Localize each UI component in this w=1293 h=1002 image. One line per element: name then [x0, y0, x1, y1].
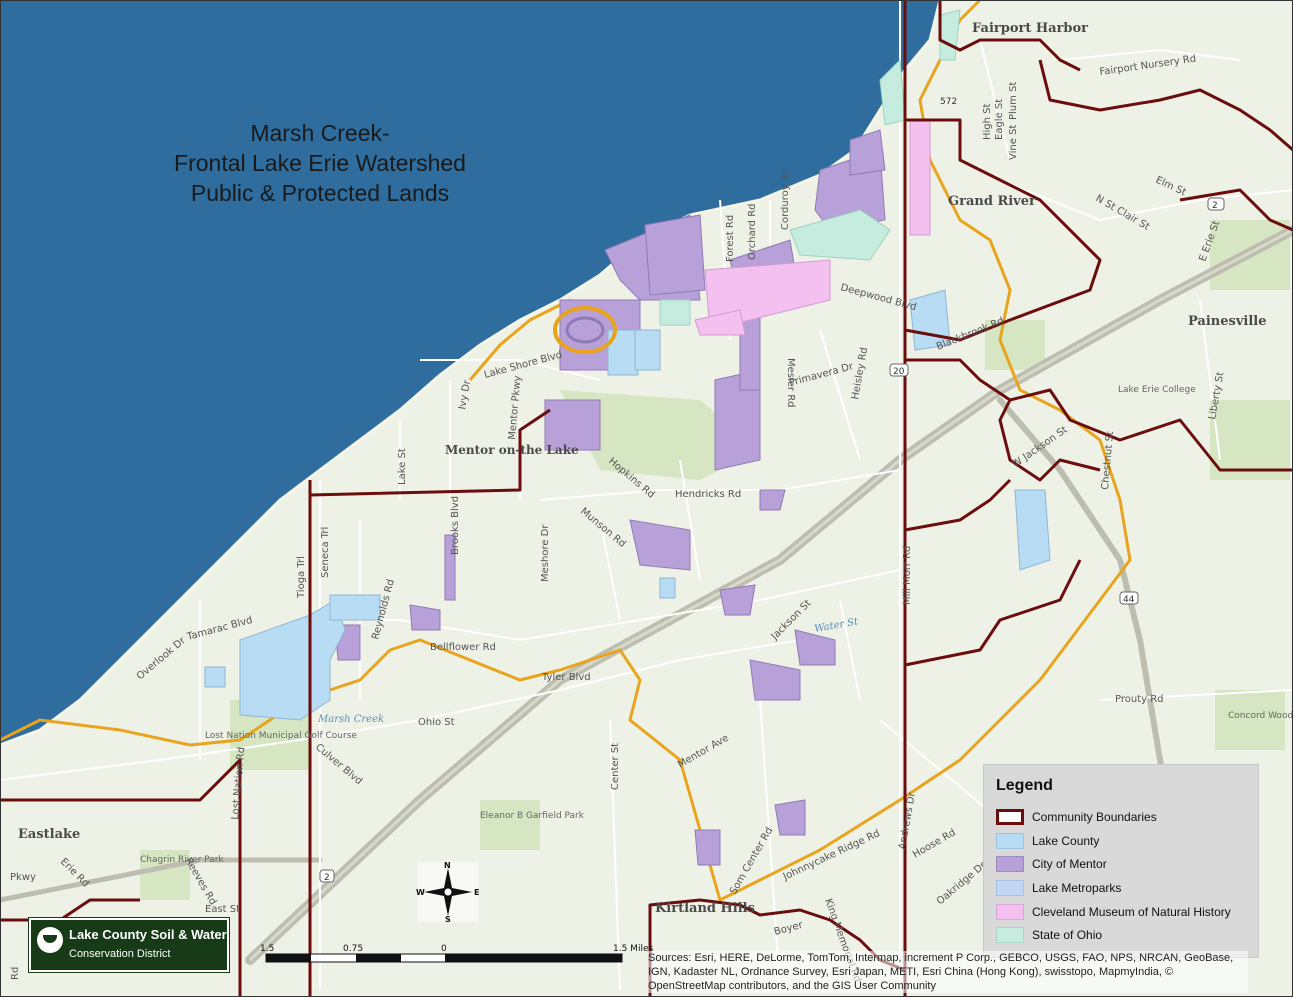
road-eagle: Plum St [1008, 82, 1019, 120]
road-meshore: Meshore Dr [540, 524, 551, 582]
shield-2-west-label: 2 [324, 873, 330, 883]
road-pkwy: East St [205, 904, 240, 915]
legend-label: Lake Metroparks [1032, 881, 1122, 895]
lake-erie [0, 0, 940, 745]
district-logo: Lake County Soil & Water Conservation Di… [29, 918, 229, 972]
road-brooks: Brooks Blvd [450, 496, 461, 555]
compass-rose: N S W E [416, 861, 479, 924]
legend-item-state-of-ohio: State of Ohio [996, 925, 1102, 945]
watershed-boundary-shore [468, 298, 571, 381]
label-fairport-harbor: Fairport Harbor [972, 21, 1088, 36]
scale-label-left: 1.5 [260, 944, 274, 954]
compass-w: W [416, 888, 425, 897]
legend-label: City of Mentor [1032, 857, 1107, 871]
legend-swatch-lake-county [996, 833, 1024, 849]
legend-label: Cleveland Museum of Natural History [1032, 905, 1231, 919]
scale-label-right: 1.5 Miles [613, 944, 653, 954]
road-plum: Vine St [1008, 125, 1019, 160]
label-painesville: Painesville [1188, 314, 1266, 329]
road-som-center: Rd [10, 967, 21, 980]
shield-572: 572 [940, 97, 957, 107]
legend-panel: Legend Community Boundaries Lake County … [983, 764, 1259, 958]
scale-label-mid: 0.75 [343, 944, 363, 954]
road-seneca: Seneca Trl [320, 527, 331, 578]
logo-line1: Lake County Soil & Water [69, 927, 227, 942]
map-title-line1: Marsh Creek- [250, 120, 390, 146]
legend-swatch-lake-metroparks [996, 880, 1024, 896]
shield-44: 44 [1119, 591, 1139, 605]
road-ohio: Ohio St [418, 717, 455, 728]
legend-swatch-city-of-mentor [996, 856, 1024, 872]
scale-label-zero: 0 [441, 944, 447, 954]
watershed-boundary [0, 0, 1132, 903]
road-corduroy: Corduroy Rd [780, 168, 791, 230]
lake-county-parcels [204, 289, 1051, 721]
compass-s: S [445, 915, 451, 924]
compass-n: N [444, 861, 451, 870]
legend-item-community-boundaries: Community Boundaries [996, 807, 1157, 827]
legend-swatch-community-boundaries [996, 809, 1024, 825]
logo-line2: Conservation District [69, 948, 171, 960]
shield-572-label: 572 [940, 97, 957, 107]
shield-2-east-label: 2 [1212, 201, 1218, 211]
road-hendricks: Hendricks Rd [675, 489, 741, 500]
road-water: High St [982, 103, 993, 140]
legend-item-city-of-mentor: City of Mentor [996, 854, 1107, 874]
legend-label: Community Boundaries [1032, 810, 1157, 824]
road-center: Center St [610, 743, 621, 790]
road-chestnut: Chestnut St [1100, 431, 1116, 490]
highway-shields: 2 44 20 572 2 [319, 97, 1225, 883]
map-title-line3: Public & Protected Lands [190, 180, 450, 206]
compass-e: E [474, 888, 479, 897]
label-eleanor-garfield-park: Eleanor B Garfield Park [480, 811, 585, 821]
road-mesier: Mesier Rd [785, 358, 796, 408]
legend-label: State of Ohio [1032, 928, 1103, 942]
shield-2-west: 2 [319, 869, 335, 883]
label-eastlake: Eastlake [18, 827, 80, 842]
label-lake-erie-college: Lake Erie College [1118, 385, 1196, 395]
legend-swatch-state-of-ohio [996, 927, 1024, 943]
shield-44-label: 44 [1123, 595, 1135, 605]
legend-item-cleveland-museum: Cleveland Museum of Natural History [996, 902, 1231, 922]
map-title: Marsh Creek- Frontal Lake Erie Watershed… [140, 118, 500, 208]
road-orchard: Orchard Rd [747, 204, 758, 260]
road-bellflower: Bellflower Rd [430, 642, 496, 653]
place-labels: Fairport Harbor Grand River Painesville … [18, 21, 1266, 916]
road-forest: Forest Rd [725, 215, 736, 262]
road-ivy: Ivy Dr [457, 378, 473, 410]
shield-20: 20 [889, 363, 909, 377]
state-of-ohio-parcels [659, 9, 961, 326]
label-lost-nation-golf: Lost Nation Municipal Golf Course [205, 731, 357, 741]
label-concord-woods: Concord Woods [1228, 711, 1293, 721]
road-prouty: Prouty Rd [1115, 694, 1164, 705]
legend-label: Lake County [1032, 834, 1100, 848]
mentor-marsh [553, 306, 617, 354]
scale-bar: 1.5 0.75 0 1.5 Miles [260, 944, 653, 963]
legend-item-lake-county: Lake County [996, 831, 1099, 851]
poi-labels: Lake Erie College Lost Nation Municipal … [140, 385, 1293, 865]
label-mentor-on-the-lake: Mentor on-the Lake [445, 443, 579, 457]
shield-2-east: 2 [1207, 197, 1225, 211]
label-kirtland-hills: Kirtland Hills [655, 901, 755, 916]
water-drop-icon [37, 927, 63, 953]
road-high: Eagle St [994, 99, 1005, 140]
label-chagrin-river-park: Chagrin River Park [140, 855, 224, 865]
shield-20-label: 20 [893, 367, 905, 377]
road-tyler: Tyler Blvd [541, 672, 591, 683]
road-tioga: Tioga Trl [296, 556, 307, 599]
legend-title: Legend [996, 777, 1053, 794]
map-title-line2: Frontal Lake Erie Watershed [174, 150, 466, 176]
park-areas [140, 220, 1290, 900]
label-ward-brook: Marsh Creek [317, 714, 384, 725]
legend-swatch-cleveland-museum [996, 904, 1024, 920]
legend-item-lake-metroparks: Lake Metroparks [996, 878, 1121, 898]
map-attribution: Sources: Esri, HERE, DeLorme, TomTom, In… [648, 951, 1248, 993]
highway-center [248, 228, 1293, 962]
road-mill-morr: Mill Morr Rd [902, 546, 913, 605]
road-rd: Pkwy [10, 872, 36, 883]
label-grand-river: Grand River [948, 194, 1036, 209]
road-lake-st: Lake St [397, 448, 408, 485]
